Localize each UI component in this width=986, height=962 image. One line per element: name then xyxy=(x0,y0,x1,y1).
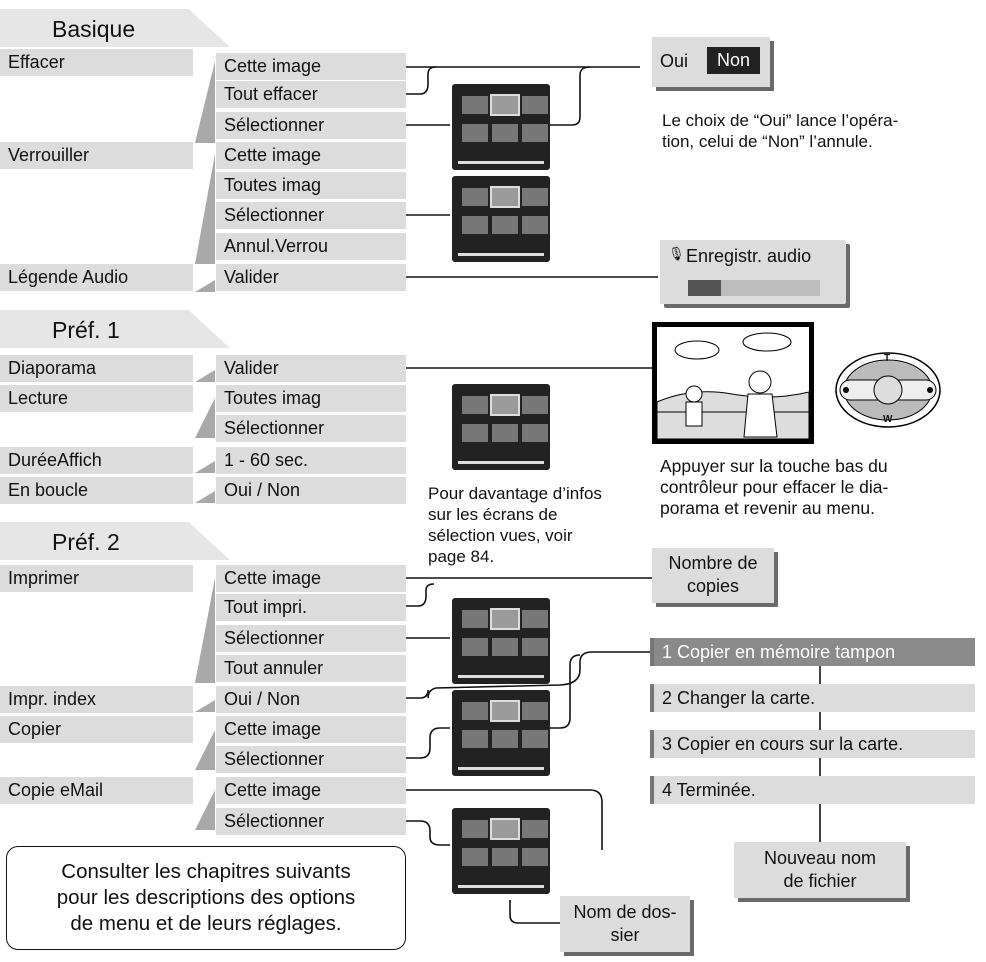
selection-screen-icon xyxy=(452,176,550,262)
oui-non-note: Le choix de “Oui” lance l’opéra- tion, c… xyxy=(662,111,899,151)
menu-item-lecture[interactable]: Lecture xyxy=(0,385,193,412)
copy-step-1: 1 Copier en mémoire tampon xyxy=(650,638,975,666)
submenu-effacer-tout[interactable]: Tout effacer xyxy=(216,81,406,108)
nom-dossier-box: Nom de dos- sier xyxy=(560,896,690,952)
section-tab-pref2[interactable]: Préf. 2 xyxy=(0,522,230,560)
copy-step-2: 2 Changer la carte. xyxy=(650,684,975,712)
w-label: W xyxy=(883,414,893,425)
oui-option[interactable]: Oui xyxy=(660,51,689,71)
menu-item-impr-index[interactable]: Impr. index xyxy=(0,686,193,713)
section-tab-label: Préf. 2 xyxy=(52,529,120,555)
menu-item-legende-audio[interactable]: Légende Audio xyxy=(0,264,193,291)
audio-recording-box: 🎙 Enregistr. audio xyxy=(660,240,846,304)
submenu-index-oui-non[interactable]: Oui / Non xyxy=(216,686,406,713)
submenu-audio-valider[interactable]: Valider xyxy=(216,264,406,291)
selection-info-note: Pour davantage d’infos sur les écrans de… xyxy=(428,484,602,566)
nombre-copies-box: Nombre de copies xyxy=(652,548,774,603)
microphone-icon: 🎙 xyxy=(668,246,685,261)
submenu-email-selectionner[interactable]: Sélectionner xyxy=(216,808,406,835)
submenu-email-cette-image[interactable]: Cette image xyxy=(216,777,406,804)
submenu-imprimer-tout[interactable]: Tout impri. xyxy=(216,594,406,621)
submenu-boucle-oui-non[interactable]: Oui / Non xyxy=(216,477,406,504)
menu-item-imprimer[interactable]: Imprimer xyxy=(0,565,193,592)
controller-icon: T W xyxy=(832,350,944,430)
audio-label: Enregistr. audio xyxy=(686,246,812,266)
section-tab-basique[interactable]: Basique xyxy=(0,9,230,47)
submenu-effacer-cette-image[interactable]: Cette image xyxy=(216,53,406,80)
menu-item-en-boucle[interactable]: En boucle xyxy=(0,477,193,504)
submenu-copier-cette-image[interactable]: Cette image xyxy=(216,716,406,743)
section-tab-label: Préf. 1 xyxy=(52,317,120,343)
non-option[interactable]: Non xyxy=(707,47,761,74)
selection-screen-icon xyxy=(452,84,550,170)
submenu-verrouiller-annul[interactable]: Annul.Verrou xyxy=(216,233,406,260)
copy-step-3: 3 Copier en cours sur la carte. xyxy=(650,730,975,758)
nouveau-nom-box: Nouveau nom de fichier xyxy=(734,842,906,898)
submenu-imprimer-selectionner[interactable]: Sélectionner xyxy=(216,625,406,652)
menu-item-verrouiller[interactable]: Verrouiller xyxy=(0,142,193,169)
copy-step-4: 4 Terminée. xyxy=(650,776,975,804)
submenu-verrouiller-selectionner[interactable]: Sélectionner xyxy=(216,202,406,229)
submenu-effacer-selectionner[interactable]: Sélectionner xyxy=(216,112,406,139)
submenu-lecture-selectionner[interactable]: Sélectionner xyxy=(216,415,406,442)
menu-item-copier[interactable]: Copier xyxy=(0,716,193,743)
submenu-verrouiller-toutes[interactable]: Toutes imag xyxy=(216,172,406,199)
section-tab-label: Basique xyxy=(52,16,136,42)
section-tab-pref1[interactable]: Préf. 1 xyxy=(0,310,230,348)
t-label: T xyxy=(884,353,891,364)
menu-item-diaporama[interactable]: Diaporama xyxy=(0,355,193,382)
selection-screen-icon xyxy=(452,598,550,684)
slideshow-image xyxy=(652,322,814,444)
slideshow-note: Appuyer sur la touche bas du contrôleur … xyxy=(660,456,889,518)
submenu-verrouiller-cette-image[interactable]: Cette image xyxy=(216,142,406,169)
menu-item-effacer[interactable]: Effacer xyxy=(0,49,193,76)
selection-screen-icon xyxy=(452,384,550,470)
submenu-imprimer-tout-annuler[interactable]: Tout annuler xyxy=(216,655,406,682)
bottom-info-note: Consulter les chapitres suivants pour le… xyxy=(6,846,406,950)
submenu-diaporama-valider[interactable]: Valider xyxy=(216,355,406,382)
oui-non-dialog: Oui Non xyxy=(652,37,770,87)
audio-progress-bar xyxy=(688,280,820,296)
submenu-lecture-toutes[interactable]: Toutes imag xyxy=(216,385,406,412)
menu-item-copie-email[interactable]: Copie eMail xyxy=(0,777,193,804)
submenu-copier-selectionner[interactable]: Sélectionner xyxy=(216,746,406,773)
selection-screen-icon xyxy=(452,690,550,776)
submenu-duree-valeur[interactable]: 1 - 60 sec. xyxy=(216,447,406,474)
selection-screen-icon xyxy=(452,808,550,894)
menu-item-duree-affich[interactable]: DuréeAffich xyxy=(0,447,193,474)
submenu-imprimer-cette-image[interactable]: Cette image xyxy=(216,565,406,592)
